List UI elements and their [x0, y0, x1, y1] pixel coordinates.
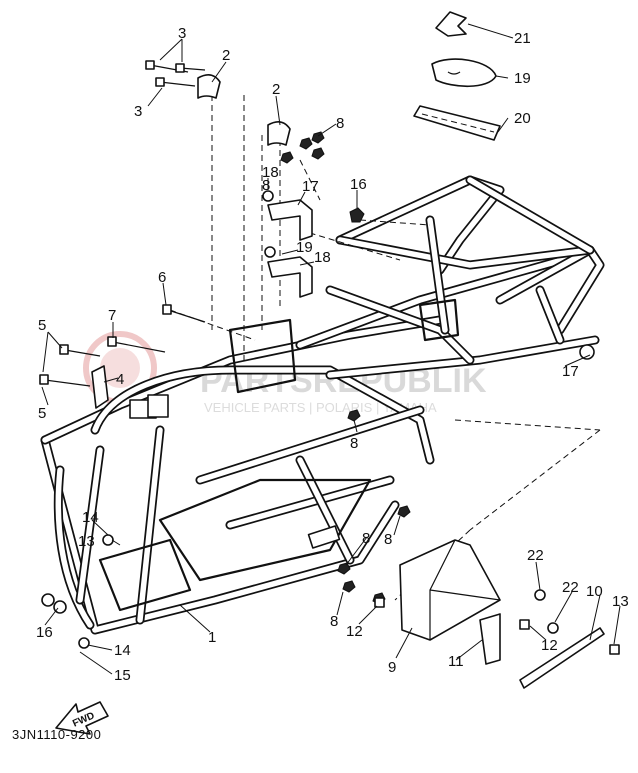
callout-8: 8	[384, 531, 392, 548]
callout-12: 13	[612, 593, 629, 610]
callout-20: 20	[514, 110, 531, 127]
callout-17: 17	[302, 178, 319, 195]
callout-15: 16	[36, 624, 53, 641]
watermark-logo-inner	[100, 348, 140, 388]
callout-12: 12	[541, 637, 558, 654]
callout-9: 9	[388, 659, 396, 676]
callout-11: 11	[448, 653, 464, 670]
callout-8: 8	[350, 435, 358, 452]
callout-labels: 3 3 2 2 8 18 8 17 16 19 18 6 7 5 4 5 21 …	[36, 25, 629, 684]
callout-16: 17	[562, 363, 579, 380]
callout-16: 16	[350, 176, 367, 193]
callout-7: 7	[108, 307, 116, 324]
callout-14: 15	[114, 667, 131, 684]
callout-4: 4	[116, 371, 124, 388]
main-frame	[40, 175, 605, 635]
callout-8: 8	[362, 530, 370, 547]
watermark-tagline: VEHICLE PARTS | POLARIS | YAMAHA	[204, 400, 437, 415]
callout-6: 6	[158, 269, 166, 286]
drawing-code: 3JN1110-9200	[12, 727, 101, 742]
callout-14: 14	[82, 509, 99, 526]
leader-lines	[41, 23, 621, 675]
callout-3: 3	[134, 103, 142, 120]
callout-13: 13	[78, 533, 95, 550]
callout-22: 22	[527, 547, 544, 564]
callout-12: 12	[346, 623, 363, 640]
callout-10: 10	[586, 583, 603, 600]
forward-direction-arrow: FWD	[55, 701, 109, 735]
rack-parts	[413, 11, 501, 141]
callout-5: 5	[38, 405, 46, 422]
callout-1: 1	[208, 629, 216, 646]
callout-5: 5	[38, 317, 46, 334]
callout-18: 18	[262, 164, 279, 181]
callout-2: 2	[222, 47, 230, 64]
callout-21: 21	[514, 30, 531, 47]
hardware-parts	[39, 60, 411, 649]
callout-13: 14	[114, 642, 131, 659]
callout-17: 18	[314, 249, 331, 266]
callout-3: 3	[178, 25, 186, 42]
skid-plate-assembly	[374, 539, 620, 689]
callout-8: 8	[330, 613, 338, 630]
alignment-lines	[169, 95, 601, 601]
callout-18: 19	[296, 239, 313, 256]
callout-8: 8	[262, 177, 270, 194]
callout-8: 8	[336, 115, 344, 132]
callout-22: 22	[562, 579, 579, 596]
callout-2: 2	[272, 81, 280, 98]
callout-19: 19	[514, 70, 531, 87]
